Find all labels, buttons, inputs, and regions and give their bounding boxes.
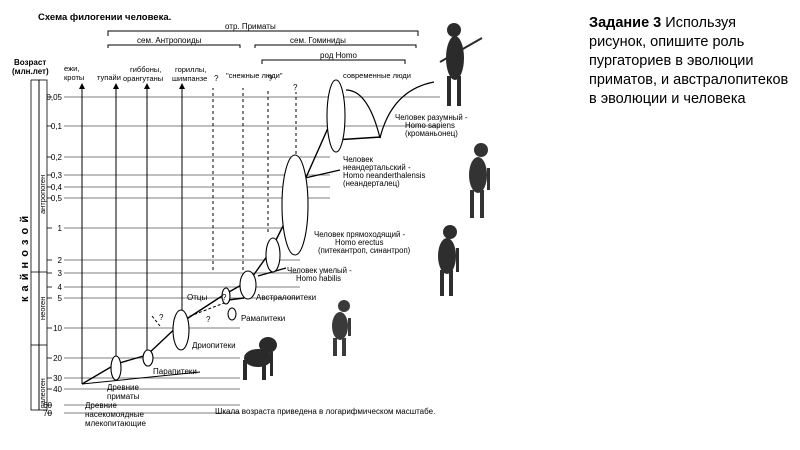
label-sapiens-3: (кроманьонец) <box>405 129 458 138</box>
question-mark-1: ? <box>214 74 219 83</box>
label-dryopithecus: Дриопитеки <box>192 341 236 350</box>
label-ancient-insectivores-1: Древние <box>85 401 117 410</box>
age-tick-label: 1 <box>58 224 63 233</box>
age-tick-label: 0,4 <box>51 183 63 192</box>
modern-humans-funnel <box>345 81 435 139</box>
column-gibbons: гиббоны, <box>130 65 161 74</box>
taxon-ellipses <box>110 79 346 381</box>
period-anthropogen: антропоген <box>38 175 47 214</box>
period-paleogen: палеоген <box>40 378 47 408</box>
column-orangutans: орангутаны <box>123 74 163 83</box>
label-neander-3: Homo neanderthalensis <box>343 171 425 180</box>
label-neander-2: неандертальский - <box>343 163 411 172</box>
age-axis-header: Возраст <box>14 58 46 67</box>
age-tick-label: 20 <box>53 354 62 363</box>
label-ramapithecus: Рамапитеки <box>241 314 285 323</box>
age-tick-label: 10 <box>53 324 62 333</box>
age-tick-label: 0,1 <box>51 122 63 131</box>
family-anthropoids-label: сем. Антропоиды <box>137 36 202 45</box>
label-parapithecus: Парапитеки <box>153 367 197 376</box>
diagram-title: Схема филогении человека. <box>38 12 171 23</box>
label-habilis-1: Человек умелый - <box>287 266 352 275</box>
hominid-figure-sapiens <box>439 23 483 106</box>
hominid-figure-australopithecus <box>332 300 351 356</box>
age-tick-label: 4 <box>58 283 63 292</box>
label-sapiens-1: Человек разумный - <box>395 113 468 122</box>
hominid-figure-erectus <box>438 225 459 296</box>
column-moles: кроты <box>64 73 84 82</box>
hominid-figure-apelike <box>243 337 277 380</box>
age-axis-units: (млн.лет) <box>12 67 49 76</box>
label-sapiens-2: Homo sapiens <box>405 121 455 130</box>
age-tick-label: 3 <box>58 269 63 278</box>
label-ancestors: Отцы <box>187 293 207 302</box>
task-text-block: Задание 3 Используя рисунок, опишите рол… <box>589 14 794 109</box>
hominid-figure-neanderthal <box>469 143 490 218</box>
column-hedgehogs: ежи, <box>64 64 79 73</box>
column-modern-people: современные люди <box>343 71 411 80</box>
era-label: к а й н о з о й <box>19 215 31 302</box>
age-tick-label: 0,05 <box>46 93 62 102</box>
age-tick-label: 70 <box>43 409 52 418</box>
column-chimps: шимпанзе <box>172 74 207 83</box>
column-tupaia: тупайи <box>97 73 121 82</box>
question-mark-ancestor-3: ? <box>206 315 211 324</box>
label-erectus-2: Homo erectus <box>335 238 384 247</box>
taxon-brackets <box>107 30 419 64</box>
scale-note: Шкала возраста приведена в логарифмическ… <box>215 407 435 416</box>
label-neander-1: Человек <box>343 155 374 164</box>
age-tick-label: 0,5 <box>51 194 63 203</box>
lineage-lines <box>79 83 297 384</box>
genus-homo-label: род Homo <box>320 51 358 60</box>
column-gorillas: гориллы, <box>175 65 206 74</box>
task-body: Используя рисунок, опишите роль пургатор… <box>589 15 789 107</box>
question-mark-ancestor-1: ? <box>222 293 227 302</box>
label-erectus-1: Человек прямоходящий - <box>314 230 406 239</box>
label-ancient-primates-2: приматы <box>107 392 140 401</box>
label-ancient-insectivores-2: насекомоядные <box>85 410 144 419</box>
question-mark-ancestor-2: ? <box>159 313 164 322</box>
question-mark-3: ? <box>293 83 298 92</box>
age-tick-label: 40 <box>53 385 62 394</box>
age-tick-label: 0,3 <box>51 171 63 180</box>
question-mark-2: ? <box>268 74 273 83</box>
age-tick-label: 5 <box>58 294 63 303</box>
label-neander-4: (неандерталец) <box>343 179 400 188</box>
age-tick-label: 60 <box>43 401 52 410</box>
age-tick-label: 30 <box>53 374 62 383</box>
age-tick-label: 0,2 <box>51 153 63 162</box>
label-ancient-primates-1: Древние <box>107 383 139 392</box>
task-heading: Задание 3 <box>589 15 662 31</box>
label-ancient-insectivores-3: млекопитающие <box>85 419 147 428</box>
age-tick-label: 2 <box>58 256 63 265</box>
label-habilis-2: Homo habilis <box>296 274 341 283</box>
column-snowmen: "снежные люди" <box>226 71 283 80</box>
order-primates-label: отр. Приматы <box>225 22 276 31</box>
label-australopithecines: Австралопитеки <box>256 293 316 302</box>
time-scale-column <box>30 79 48 411</box>
period-neogen: неоген <box>38 297 47 320</box>
label-erectus-3: (питекантроп, синантроп) <box>318 246 411 255</box>
family-hominids-label: сем. Гоминиды <box>290 36 346 45</box>
